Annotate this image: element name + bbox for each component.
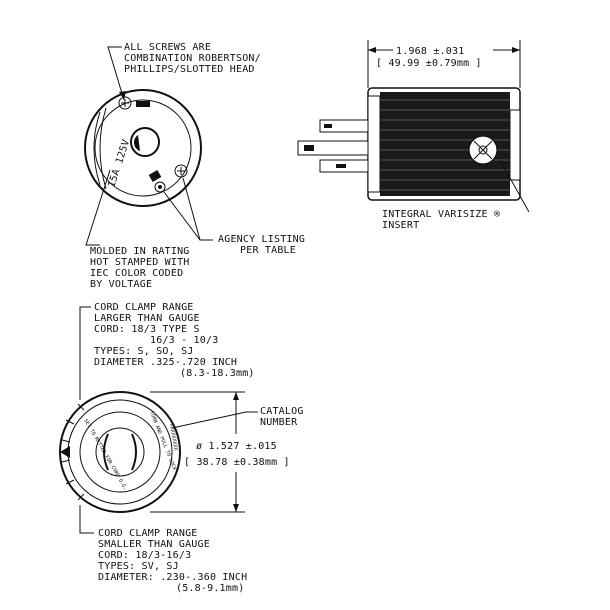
larger-clamp-line-7: (8.3-18.3mm) bbox=[180, 368, 255, 379]
larger-clamp-line-4: 16/3 - 10/3 bbox=[150, 335, 218, 346]
agency-note-line-1: AGENCY LISTING bbox=[218, 234, 305, 245]
face-rating-text: 15A 125V bbox=[106, 138, 132, 189]
agency-note-line-2: PER TABLE bbox=[240, 245, 296, 256]
insert-note-line-1: INTEGRAL VARISIZE ® bbox=[382, 209, 501, 220]
rating-leader bbox=[85, 169, 111, 246]
rating-note-line-2: HOT STAMPED WITH bbox=[90, 257, 190, 268]
agency-boss-icon bbox=[154, 181, 166, 193]
smaller-clamp-line-4: TYPES: SV, SJ bbox=[98, 561, 179, 572]
cord-end-outer-ring bbox=[59, 391, 181, 513]
smaller-clamp-line-5: DIAMETER: .230-.360 INCH bbox=[98, 572, 247, 583]
screws-leader bbox=[107, 46, 125, 101]
cord-end-view: CORD CLAMP RANGE LARGER THAN GAUGE CORD:… bbox=[59, 302, 304, 594]
diameter-inch: ø 1.527 ±.015 bbox=[196, 441, 277, 452]
larger-clamp-line-6: DIAMETER .325-.720 INCH bbox=[94, 357, 237, 368]
blade-upper bbox=[319, 119, 369, 133]
cord-end-ticks bbox=[61, 403, 85, 501]
face-view: ALL SCREWS ARE COMBINATION ROBERTSON/ PH… bbox=[84, 42, 305, 290]
varisize-screw-icon bbox=[468, 135, 498, 165]
larger-clamp-line-1: CORD CLAMP RANGE bbox=[94, 302, 194, 313]
varisize-insert-right bbox=[131, 433, 137, 471]
side-length-inch: 1.968 ±.031 bbox=[396, 46, 464, 57]
diameter-mm: [ 38.78 ±0.38mm ] bbox=[184, 457, 290, 468]
blade-lower-hole bbox=[336, 164, 346, 168]
smaller-clamp-leader bbox=[79, 505, 94, 534]
larger-clamp-leader bbox=[79, 306, 91, 400]
screw-top-icon bbox=[118, 96, 132, 110]
catalog-note-line-1: CATALOG bbox=[260, 406, 304, 417]
blade-top bbox=[136, 101, 150, 107]
blade-middle bbox=[297, 140, 369, 156]
dia-arrow-bottom bbox=[233, 504, 239, 512]
larger-clamp-line-3: CORD: 18/3 TYPE S bbox=[94, 324, 200, 335]
rating-note-line-4: BY VOLTAGE bbox=[90, 279, 152, 290]
center-pin bbox=[130, 127, 160, 157]
blade-middle-hole bbox=[304, 145, 314, 151]
smaller-clamp-line-6: (5.8-9.1mm) bbox=[176, 583, 244, 594]
face-outer-ring bbox=[84, 89, 202, 207]
larger-clamp-line-5: TYPES: S, SO, SJ bbox=[94, 346, 194, 357]
side-view: 1.968 ±.031 [ 49.99 ±0.79mm ] bbox=[297, 40, 530, 231]
side-length-mm: [ 49.99 ±0.79mm ] bbox=[376, 58, 482, 69]
lock-arrow-icon bbox=[60, 446, 70, 458]
catalog-note-line-2: NUMBER bbox=[260, 417, 298, 428]
catalog-mark: XXXXXXXXX bbox=[168, 423, 179, 451]
rating-band bbox=[93, 111, 101, 186]
dia-arrow-top bbox=[233, 392, 239, 400]
insert-note-line-2: INSERT bbox=[382, 220, 419, 231]
side-cord-cap bbox=[509, 109, 521, 181]
smaller-clamp-line-1: CORD CLAMP RANGE bbox=[98, 528, 198, 539]
rating-note-line-3: IEC COLOR CODED bbox=[90, 268, 183, 279]
varisize-insert-left bbox=[103, 433, 109, 471]
dim-arrow-right bbox=[512, 47, 520, 53]
rating-band-inner bbox=[99, 107, 107, 190]
catalog-leader bbox=[171, 411, 258, 429]
screws-note-line-2: COMBINATION ROBERTSON/ bbox=[124, 53, 261, 64]
face-inner-ring bbox=[94, 99, 192, 197]
agency-leader-2 bbox=[182, 177, 201, 241]
center-slot bbox=[133, 135, 140, 151]
dim-arrow-left bbox=[368, 47, 376, 53]
larger-clamp-line-2: LARGER THAN GAUGE bbox=[94, 313, 200, 324]
blade-upper-hole bbox=[324, 124, 332, 128]
blade-bottom bbox=[148, 170, 162, 182]
screws-note-line-3: PHILLIPS/SLOTTED HEAD bbox=[124, 64, 255, 75]
insert-leader bbox=[499, 159, 530, 213]
side-face-collar bbox=[367, 95, 381, 193]
cord-opening bbox=[95, 427, 145, 477]
smaller-clamp-line-3: CORD: 18/3-16/3 bbox=[98, 550, 191, 561]
cord-end-ring-3 bbox=[79, 411, 161, 493]
screw-right-icon bbox=[174, 164, 188, 178]
rating-note-line-1: MOLDED IN RATING bbox=[90, 246, 190, 257]
smaller-clamp-line-2: SMALLER THAN GAUGE bbox=[98, 539, 210, 550]
screws-note-line-1: ALL SCREWS ARE bbox=[124, 42, 211, 53]
grip-ribs bbox=[380, 99, 510, 191]
ring-text: SET TO MATTER FOR CORD O.D. bbox=[82, 418, 128, 491]
